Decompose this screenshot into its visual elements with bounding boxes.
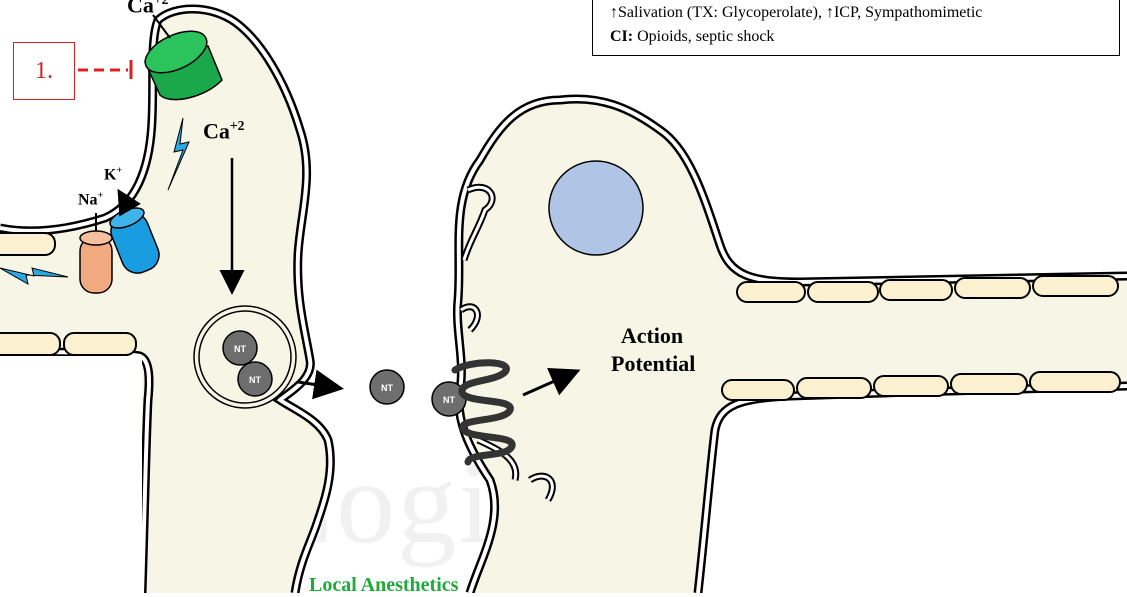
step-label: 1.	[35, 58, 53, 85]
neurotransmitter: NT	[370, 370, 404, 404]
synaptic-vesicle: NT NT	[194, 306, 296, 408]
contraindications-line: CI: Opioids, septic shock	[610, 25, 1105, 49]
action-potential-label: Action Potential	[611, 322, 693, 378]
calcium-label-text: Ca	[127, 0, 154, 17]
nucleus	[549, 161, 643, 255]
postsynaptic-neuron	[457, 99, 1127, 593]
info-box: ↑Salivation (TX: Glycoperolate), ↑ICP, S…	[592, 0, 1120, 56]
sodium-label: Na+	[78, 190, 103, 209]
inhibition-marker	[78, 60, 131, 79]
ci-label: CI:	[610, 28, 633, 45]
nt-label: NT	[443, 395, 455, 405]
potassium-label: K+	[104, 165, 122, 184]
calcium-influx-charge: +2	[230, 118, 245, 133]
calcium-label: Ca+2	[127, 0, 168, 18]
potassium-label-text: K	[104, 166, 116, 183]
action-potential-line1: Action	[611, 322, 693, 350]
calcium-influx-text: Ca	[203, 118, 230, 143]
calcium-influx-label: Ca+2	[203, 118, 244, 144]
section-title: Local Anesthetics	[309, 574, 458, 597]
ci-text: Opioids, septic shock	[633, 28, 774, 45]
sodium-label-charge: +	[98, 190, 104, 201]
nt-label: NT	[381, 383, 393, 393]
potassium-label-charge: +	[116, 165, 122, 176]
info-line: ↑Salivation (TX: Glycoperolate), ↑ICP, S…	[610, 1, 1105, 25]
nt-label: NT	[249, 375, 261, 385]
sodium-label-text: Na	[78, 191, 98, 208]
action-potential-line2: Potential	[611, 350, 693, 378]
step-label-box: 1.	[13, 42, 75, 100]
calcium-label-charge: +2	[154, 0, 169, 7]
nt-label: NT	[234, 344, 246, 354]
